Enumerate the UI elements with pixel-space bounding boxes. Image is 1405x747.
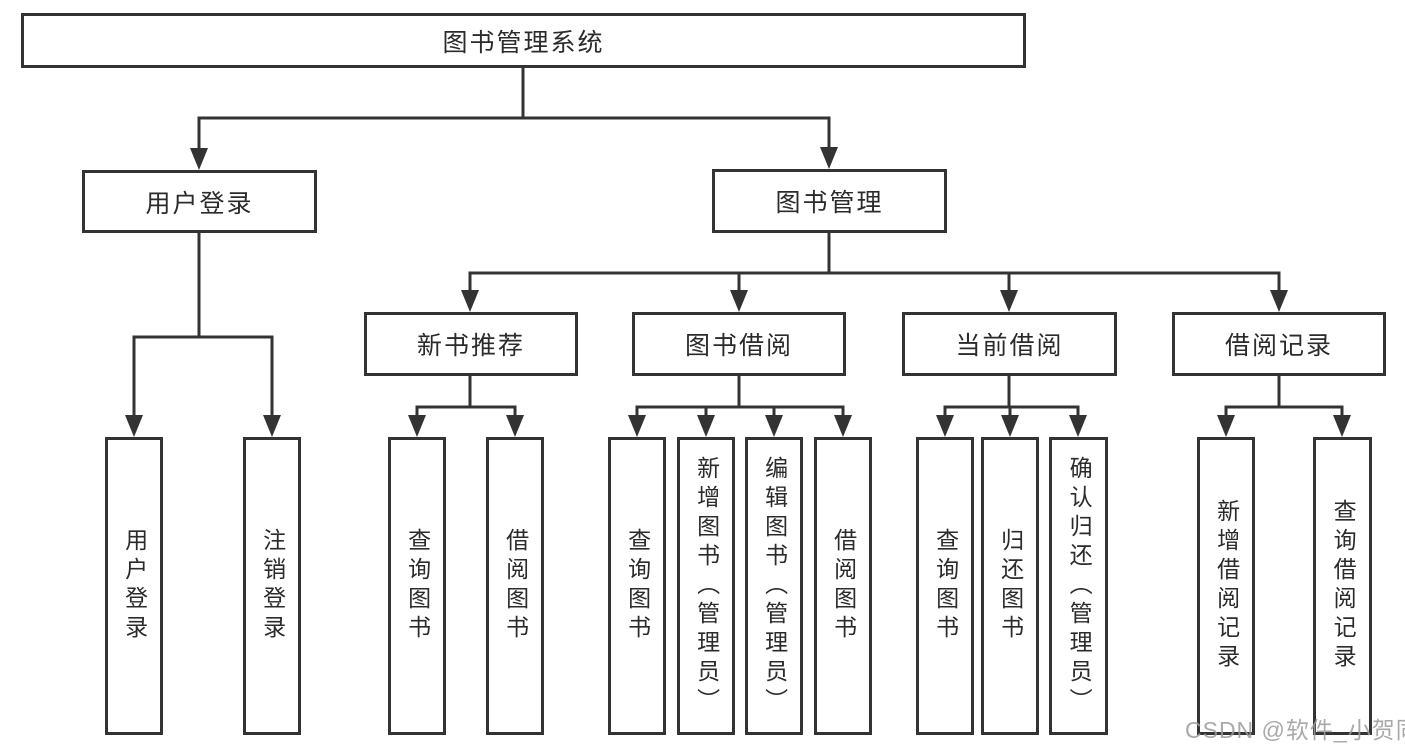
leaf-confirm-return-admin-label: 确认归还（管理员） <box>1066 455 1093 717</box>
leaf-confirm-return-admin: 确认归还（管理员） <box>1049 437 1108 735</box>
leaf-query-borrow-record: 查询借阅记录 <box>1313 437 1372 735</box>
connector-borrow-record-children <box>1217 374 1351 437</box>
node-current-borrow-label: 当前借阅 <box>955 332 1064 360</box>
leaf-add-borrow-record-label: 新增借阅记录 <box>1213 499 1240 673</box>
leaf-borrow-book-label: 借阅图书 <box>830 528 857 644</box>
leaf-user-login-label: 用户登录 <box>121 528 148 644</box>
leaf-current-query-book: 查询图书 <box>916 437 974 735</box>
node-new-book-recommend-label: 新书推荐 <box>416 332 525 360</box>
csdn-watermark: CSDN @软件_小贺同学 <box>1185 717 1405 743</box>
leaf-return-book-label: 归还图书 <box>997 528 1024 644</box>
connector-current-borrow-children <box>936 374 1087 437</box>
node-book-management-label: 图书管理 <box>775 189 884 217</box>
connector-book-management-children <box>461 231 1288 312</box>
node-user-login-label: 用户登录 <box>145 189 254 218</box>
leaf-logout: 注销登录 <box>243 437 301 735</box>
leaf-logout-label: 注销登录 <box>259 528 286 644</box>
node-book-borrow-label: 图书借阅 <box>684 332 793 360</box>
node-new-book-recommend: 新书推荐 <box>364 312 578 376</box>
leaf-current-query-book-label: 查询图书 <box>932 528 959 644</box>
leaf-edit-book-admin: 编辑图书（管理员） <box>745 437 803 735</box>
leaf-recommend-query-book: 查询图书 <box>388 437 446 735</box>
connector-new-book-children <box>408 374 524 437</box>
connector-user-login-children <box>125 231 281 437</box>
node-root-system: 图书管理系统 <box>21 13 1026 68</box>
leaf-borrow-book: 借阅图书 <box>814 437 872 735</box>
connector-root-to-level2 <box>190 66 838 170</box>
leaf-recommend-borrow-book-label: 借阅图书 <box>502 528 529 644</box>
node-current-borrow: 当前借阅 <box>902 312 1117 376</box>
leaf-add-borrow-record: 新增借阅记录 <box>1197 437 1255 735</box>
leaf-borrow-query-book-label: 查询图书 <box>624 528 651 644</box>
leaf-query-borrow-record-label: 查询借阅记录 <box>1330 499 1357 673</box>
node-borrow-record: 借阅记录 <box>1172 312 1386 376</box>
leaf-recommend-query-book-label: 查询图书 <box>404 528 431 644</box>
leaf-user-login: 用户登录 <box>105 437 163 735</box>
leaf-add-book-admin-label: 新增图书（管理员） <box>693 455 720 717</box>
node-root-label: 图书管理系统 <box>442 28 605 57</box>
leaf-return-book: 归还图书 <box>981 437 1039 735</box>
leaf-edit-book-admin-label: 编辑图书（管理员） <box>761 455 788 717</box>
node-borrow-record-label: 借阅记录 <box>1224 332 1333 360</box>
node-book-management: 图书管理 <box>712 169 947 233</box>
node-book-borrow: 图书借阅 <box>632 312 846 376</box>
connector-book-borrow-children <box>628 374 852 437</box>
leaf-add-book-admin: 新增图书（管理员） <box>677 437 735 735</box>
leaf-borrow-query-book: 查询图书 <box>608 437 666 735</box>
node-user-login: 用户登录 <box>82 170 317 233</box>
leaf-recommend-borrow-book: 借阅图书 <box>486 437 544 735</box>
